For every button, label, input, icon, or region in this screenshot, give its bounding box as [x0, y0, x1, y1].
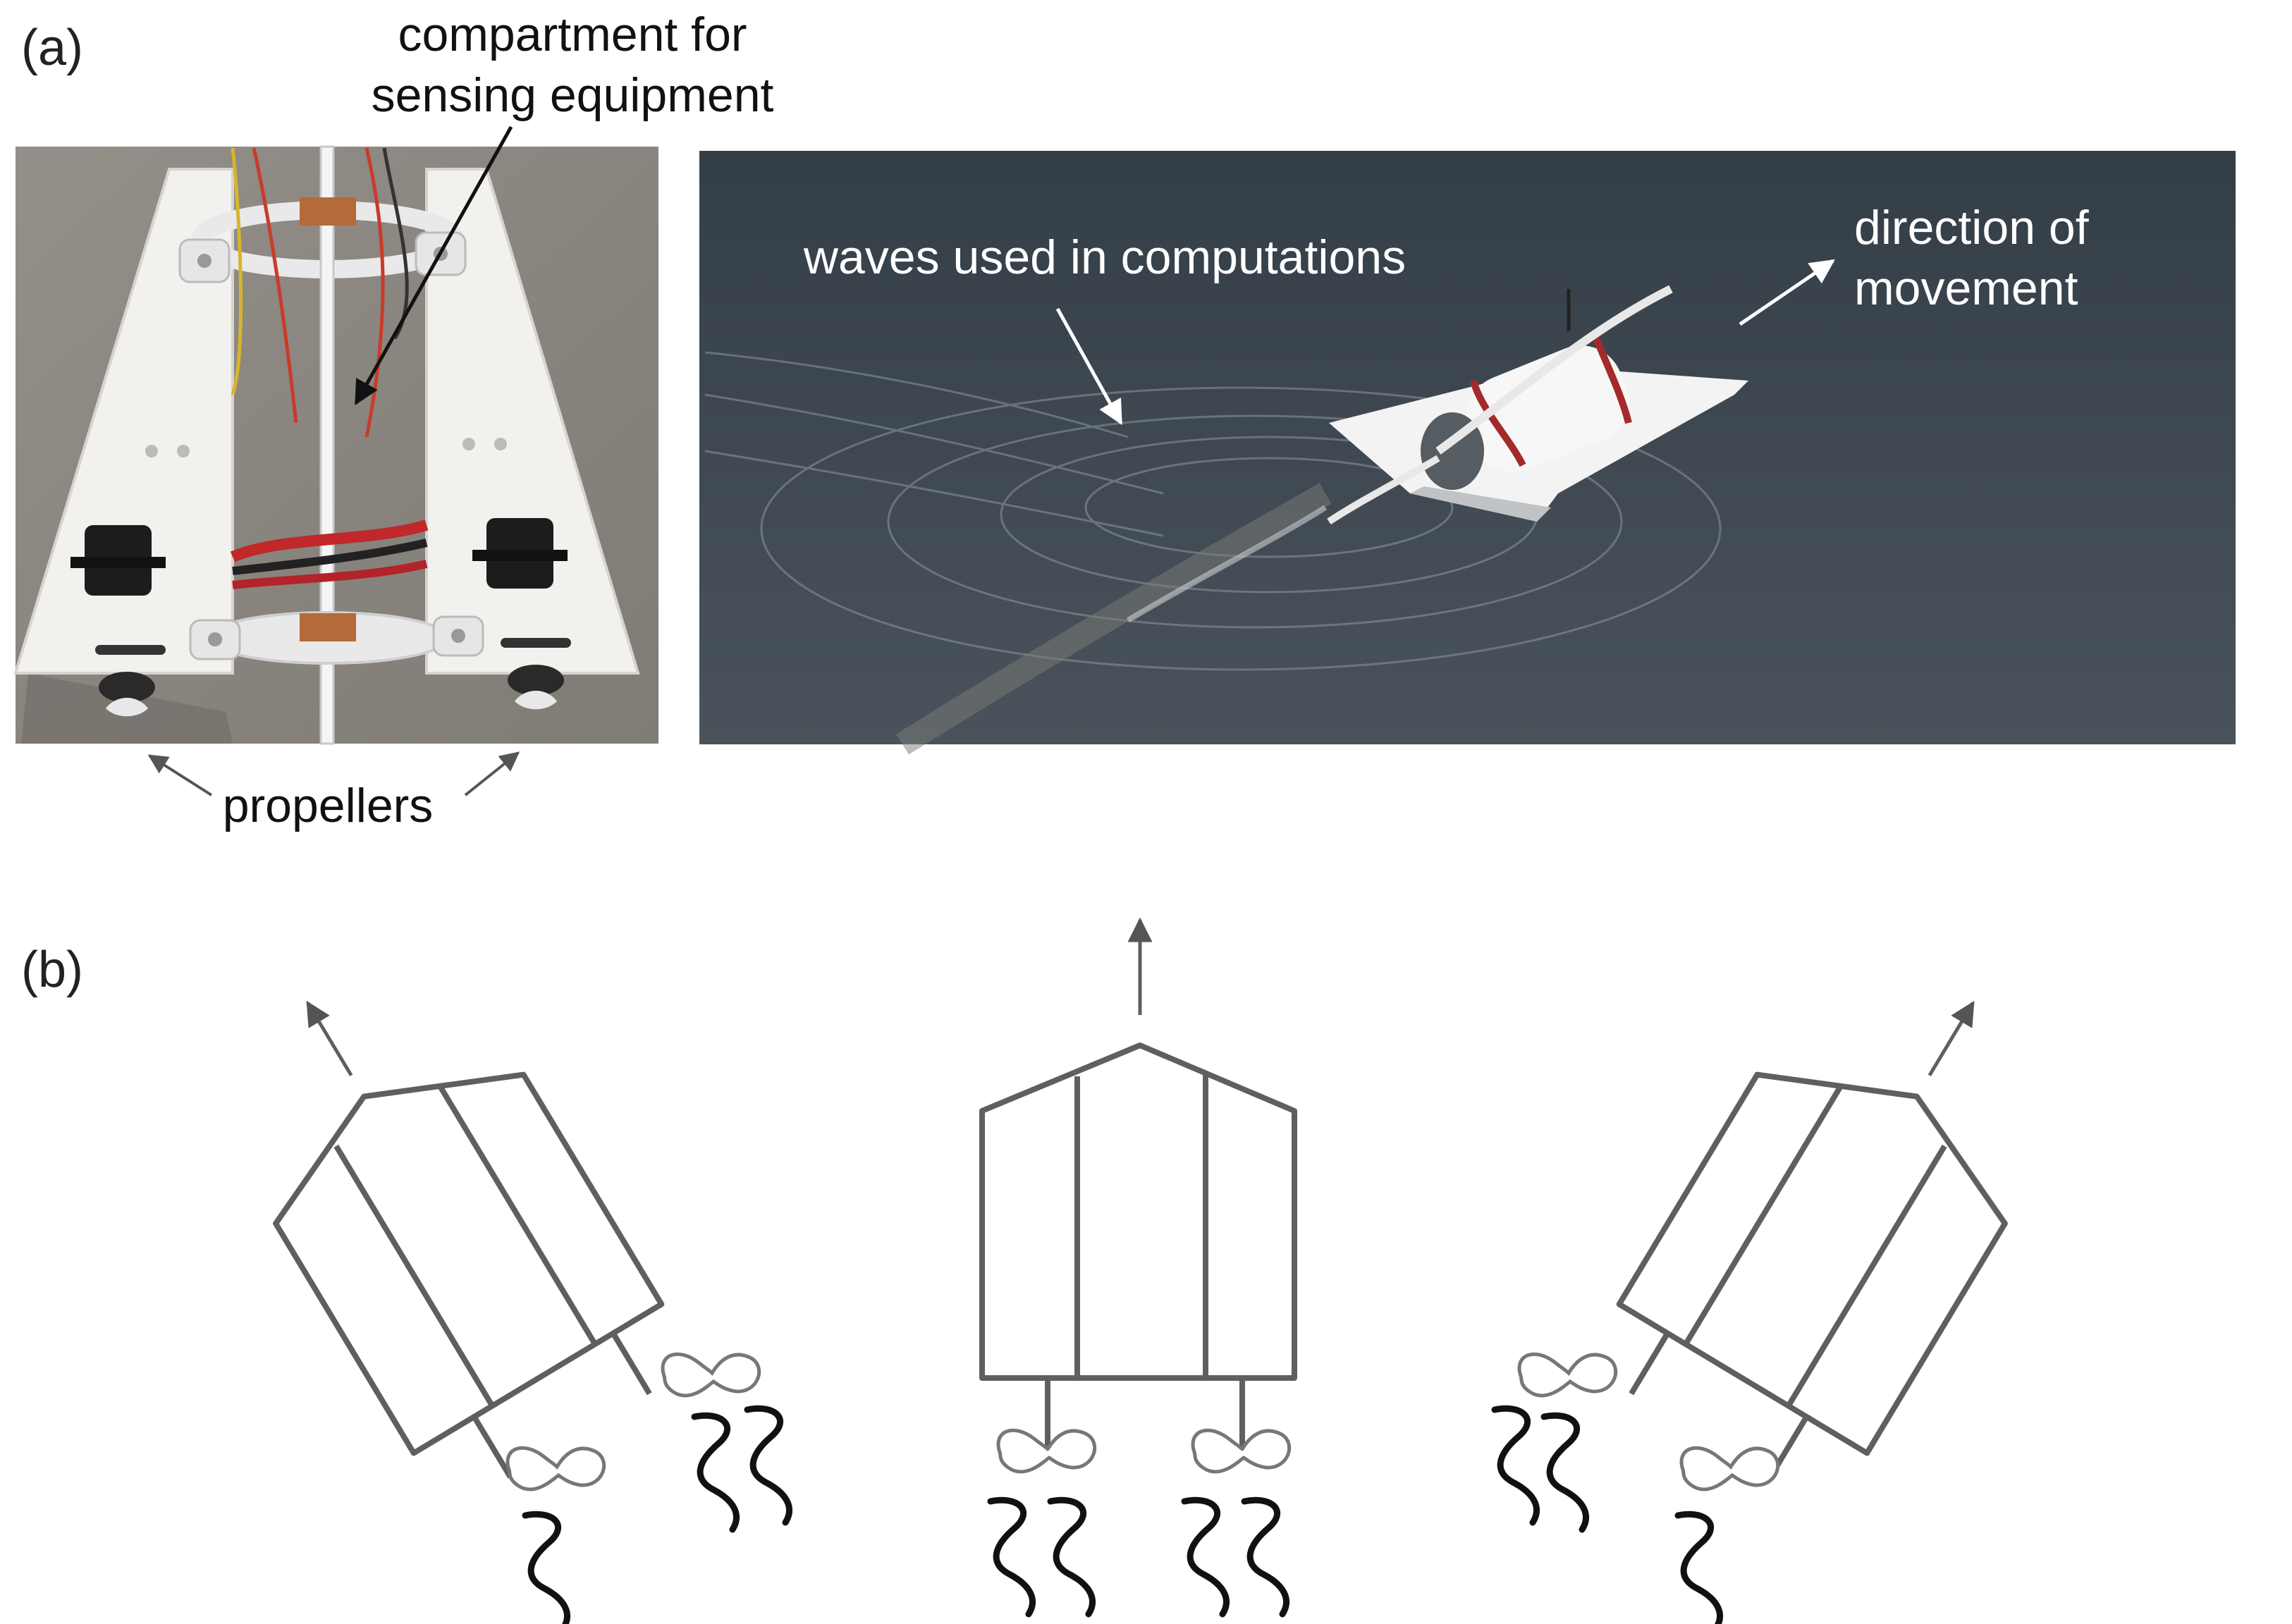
annotation-compartment-line1: compartment for	[398, 8, 747, 61]
wake-right-3	[1678, 1514, 1720, 1624]
photo-robot-top-view	[13, 145, 658, 745]
arrow-direction	[1739, 259, 1835, 326]
wake-left-2	[694, 1415, 737, 1530]
arrow-propeller-left	[147, 754, 213, 796]
wake-right-1	[1495, 1408, 1537, 1522]
arrow-compartment	[354, 125, 513, 406]
panel-b-label: (b)	[21, 942, 83, 998]
wake-left-1	[525, 1514, 568, 1624]
annotation-compartment-line2: sensing equipment	[372, 68, 774, 122]
photo-robot-on-water	[699, 151, 2236, 755]
annotation-propellers: propellers	[223, 779, 434, 832]
panel-a-label: (a)	[21, 20, 83, 76]
annotation-direction-line1: direction of	[1854, 201, 2089, 254]
annotation-waves: waves used in computations	[803, 230, 1406, 284]
propeller-left-2	[663, 1354, 759, 1396]
propeller-right-2	[1681, 1448, 1778, 1489]
direction-arrow-right	[1928, 1000, 1975, 1076]
diagram-straight	[979, 917, 1297, 1614]
annotation-direction-line2: movement	[1854, 262, 2078, 315]
diagram-right-turn	[1616, 1000, 2008, 1479]
arrow-waves	[1055, 307, 1123, 426]
diagram-left-turn	[273, 1000, 665, 1479]
arrow-propeller-right	[464, 751, 520, 796]
direction-arrow-left	[306, 1000, 353, 1076]
wake-left-3	[747, 1408, 790, 1522]
propeller-right-1	[1519, 1354, 1616, 1396]
propeller-left-1	[508, 1448, 604, 1489]
wake-right-2	[1544, 1415, 1586, 1530]
